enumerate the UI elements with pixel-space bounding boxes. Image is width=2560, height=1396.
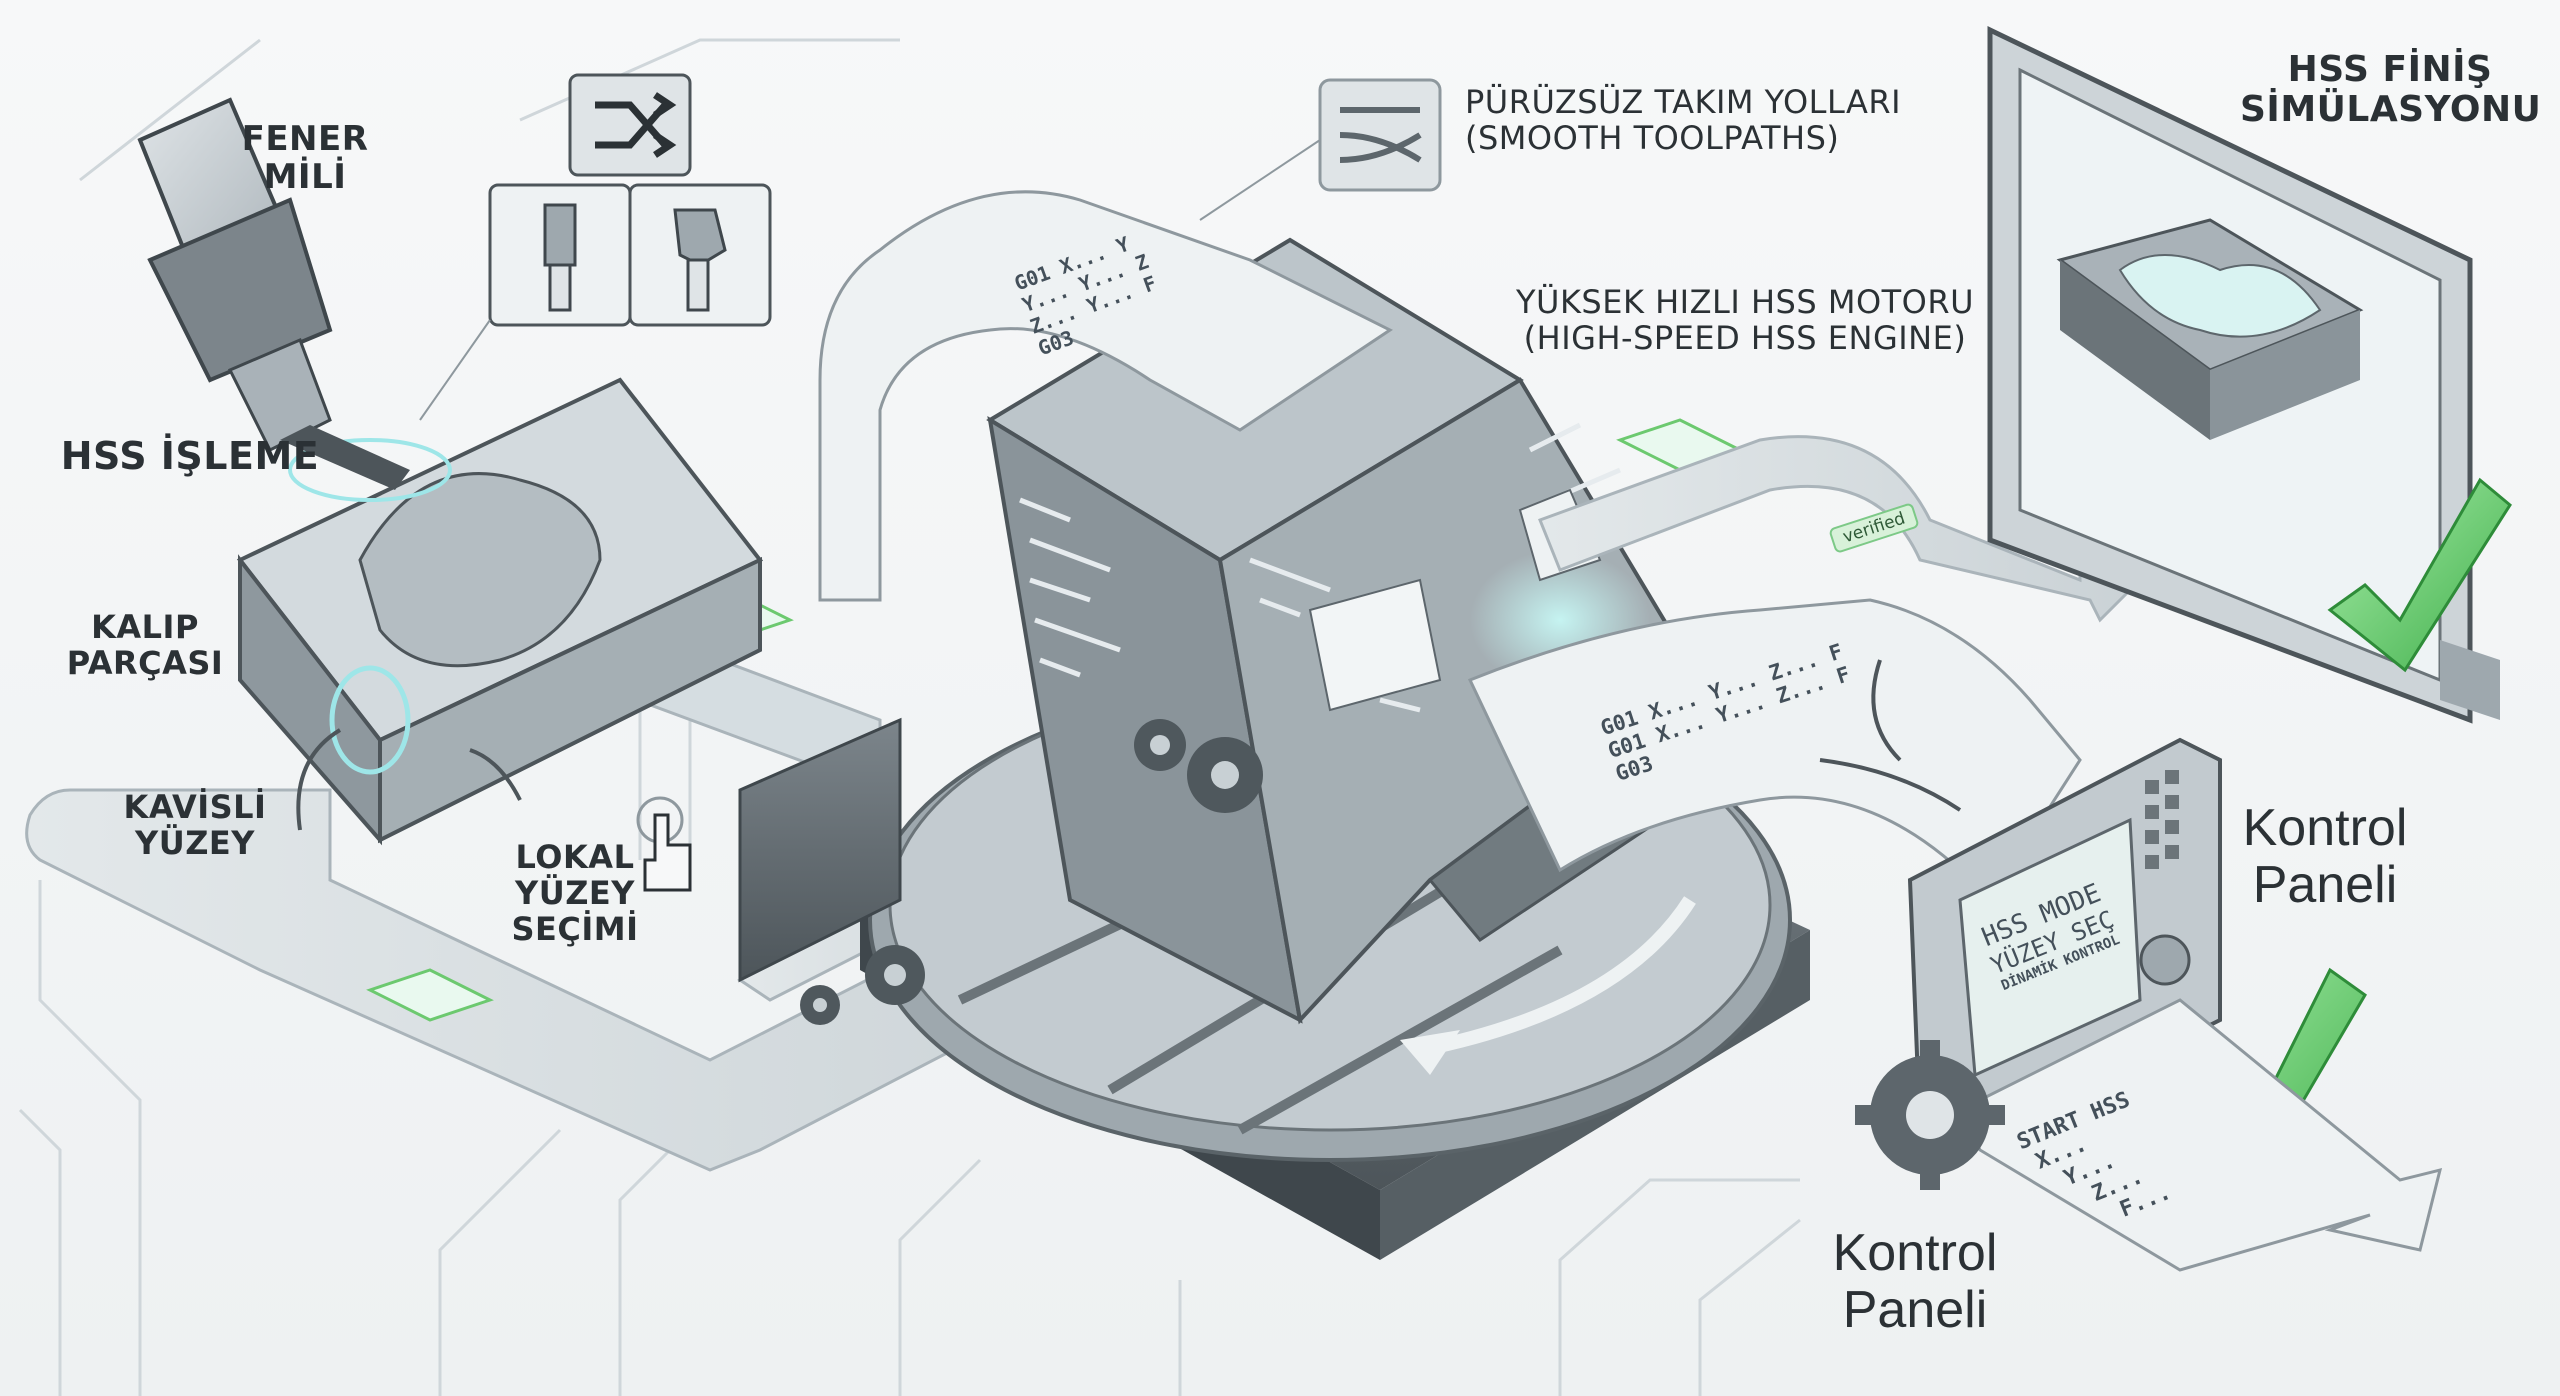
shuffle-icon xyxy=(595,92,677,158)
curved-arrows xyxy=(296,659,1962,831)
label-mold-part-line2: PARÇASI xyxy=(66,643,224,682)
label-control-panel-right: Kontrol Paneli xyxy=(2210,799,2440,915)
callout-line xyxy=(1199,139,1321,221)
label-hss-machining: HSS İŞLEME xyxy=(60,435,320,478)
label-spindle-line1: FENER xyxy=(241,119,369,159)
label-spindle: FENER MİLİ xyxy=(235,120,375,196)
label-engine-line2: (HIGH-SPEED HSS ENGINE) xyxy=(1523,318,1967,357)
label-spindle-line2: MİLİ xyxy=(263,157,347,198)
label-control-panel-bottom-line2: Paneli xyxy=(1842,1281,1988,1340)
label-local-selection-line1: LOKAL xyxy=(515,838,635,876)
tool-icon-group xyxy=(488,73,772,327)
label-engine: YÜKSEK HIZLI HSS MOTORU (HIGH-SPEED HSS … xyxy=(1510,283,1980,357)
label-curved-surface-line2: YÜZEY xyxy=(135,823,255,862)
label-control-panel-bottom: Kontrol Paneli xyxy=(1800,1224,2030,1340)
gcode-sheet-right xyxy=(1467,598,2082,903)
callout-line xyxy=(419,319,491,421)
flow-arrows-icon xyxy=(1318,78,1442,192)
label-curved-surface: KAVİSLİ YÜZEY xyxy=(110,788,280,862)
label-hss-machining-text: HSS İŞLEME xyxy=(60,434,320,478)
label-finish-sim-line1: HSS FİNİŞ xyxy=(2287,49,2493,90)
label-local-selection-line2: YÜZEY xyxy=(515,873,635,912)
label-finish-sim-line2: SİMÜLASYONU xyxy=(2240,89,2542,131)
gear-icon xyxy=(800,719,1263,1025)
label-control-panel-right-line1: Kontrol xyxy=(2242,799,2408,857)
gcode-sheet-top xyxy=(818,190,1393,602)
label-control-panel-bottom-line1: Kontrol xyxy=(1832,1224,1998,1282)
simulation-monitor xyxy=(1987,26,2500,724)
end-mill-icon xyxy=(543,203,577,312)
vise-left xyxy=(738,717,902,983)
start-sheet xyxy=(1957,998,2443,1272)
label-engine-line1: YÜKSEK HIZLI HSS MOTORU xyxy=(1515,283,1975,321)
label-local-selection-line3: SEÇİMİ xyxy=(511,909,639,948)
label-mold-part-line1: KALIP xyxy=(91,608,199,646)
label-control-panel-right-line2: Paneli xyxy=(2252,856,2398,915)
pointer-hand-icon xyxy=(636,796,692,892)
label-mold-part: KALIP PARÇASI xyxy=(60,608,230,682)
checkmark-icon xyxy=(2327,477,2512,673)
ball-mill-icon xyxy=(673,208,727,312)
label-smooth-toolpaths-line1: PÜRÜZSÜZ TAKIM YOLLARI xyxy=(1465,83,1902,121)
label-smooth-toolpaths-line2: (SMOOTH TOOLPATHS) xyxy=(1465,118,1840,157)
label-curved-surface-line1: KAVİSLİ xyxy=(123,788,267,826)
label-finish-sim: HSS FİNİŞ SİMÜLASYONU xyxy=(2240,49,2542,131)
mold-part xyxy=(236,377,764,846)
gear-icon xyxy=(1855,1040,2005,1190)
spindle xyxy=(137,97,410,490)
label-local-selection: LOKAL YÜZEY SEÇİMİ xyxy=(505,838,645,948)
label-smooth-toolpaths: PÜRÜZSÜZ TAKIM YOLLARI (SMOOTH TOOLPATHS… xyxy=(1465,83,1925,157)
